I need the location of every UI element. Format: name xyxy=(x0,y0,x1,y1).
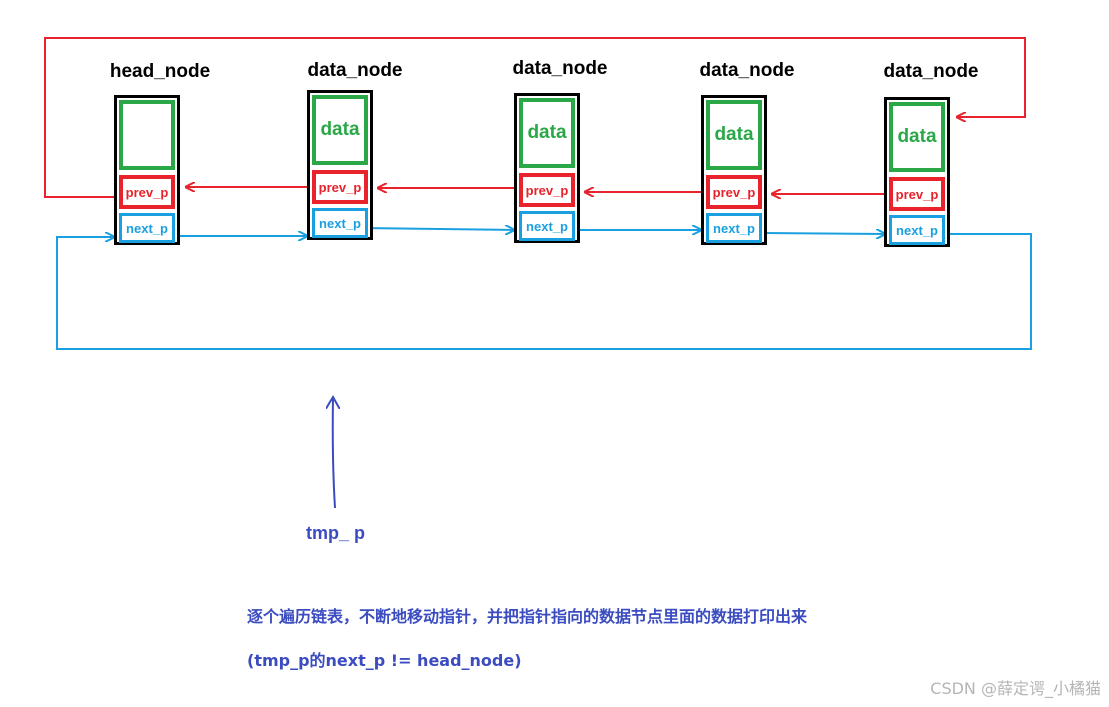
next-pointer-cell: next_p xyxy=(889,215,945,245)
prev-pointer-cell: prev_p xyxy=(519,173,575,207)
prev-wrap-arrow xyxy=(44,37,1026,198)
data-cell: data xyxy=(889,102,945,172)
list-node: data prev_p next_p xyxy=(514,93,580,243)
node-title: data_node xyxy=(307,60,403,81)
list-node: data prev_p next_p xyxy=(307,90,373,240)
next-arrow-2 xyxy=(357,228,514,230)
next-pointer-cell: next_p xyxy=(312,208,368,238)
data-cell: data xyxy=(519,98,575,168)
caption-description: 逐个遍历链表，不断地移动指针，并把指针指向的数据节点里面的数据打印出来 xyxy=(247,607,808,626)
next-arrow-4 xyxy=(754,233,885,234)
next-pointer-cell: next_p xyxy=(706,213,762,243)
prev-pointer-cell: prev_p xyxy=(312,170,368,204)
tmp-pointer-label: tmp_ p xyxy=(306,523,366,543)
prev-pointer-cell: prev_p xyxy=(119,175,175,209)
node-title: data_node xyxy=(512,58,608,79)
list-node: prev_p next_p xyxy=(114,95,180,245)
data-cell: data xyxy=(312,95,368,165)
caption-condition: (tmp_p的next_p != head_node) xyxy=(247,651,522,670)
prev-pointer-cell: prev_p xyxy=(889,177,945,211)
tmp-pointer-arrow xyxy=(333,397,335,509)
node-title: data_node xyxy=(699,60,795,81)
next-wrap-arrow xyxy=(56,234,1032,350)
list-node: data prev_p next_p xyxy=(701,95,767,245)
next-pointer-cell: next_p xyxy=(119,213,175,243)
prev-pointer-cell: prev_p xyxy=(706,175,762,209)
node-title: head_node xyxy=(109,61,211,82)
next-pointer-cell: next_p xyxy=(519,211,575,241)
data-cell: data xyxy=(706,100,762,170)
node-title: data_node xyxy=(883,61,979,82)
data-cell xyxy=(119,100,175,170)
watermark: CSDN @薛定谔_小橘猫 xyxy=(930,679,1101,698)
list-node: data prev_p next_p xyxy=(884,97,950,247)
